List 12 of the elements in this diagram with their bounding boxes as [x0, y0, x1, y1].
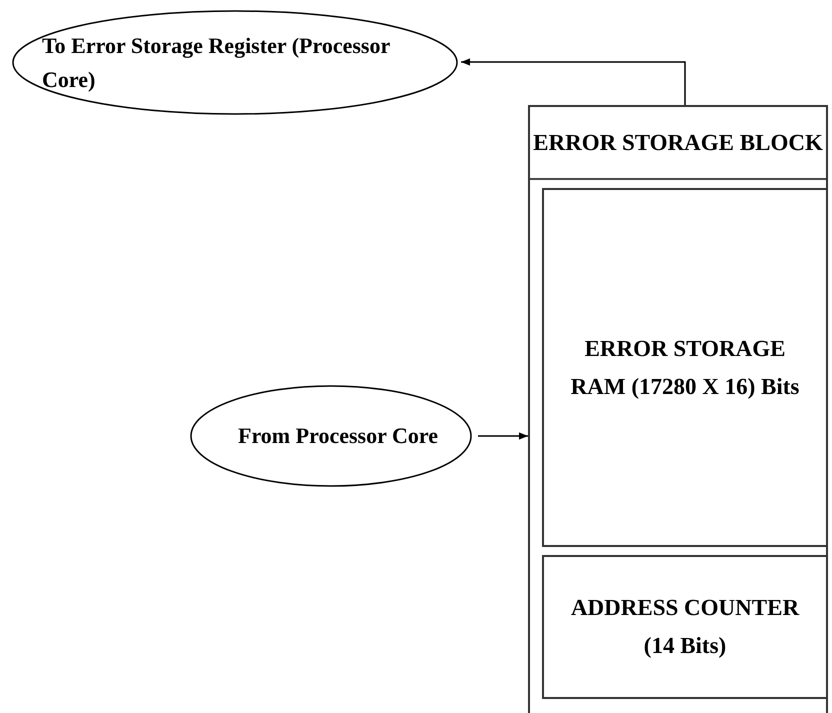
arrow [478, 432, 528, 440]
ellipse-node [190, 385, 472, 487]
process-box [542, 188, 828, 547]
ellipse-node [12, 10, 458, 115]
box-label: ADDRESS COUNTER (14 Bits) [570, 594, 800, 660]
box-label: ERROR STORAGE RAM (17280 X 16) Bits [570, 334, 800, 401]
block-outline [528, 105, 828, 713]
arrow [461, 58, 686, 105]
block-title: ERROR STORAGE BLOCK [533, 128, 823, 156]
ellipse-label: To Error Storage Register (Processor Core) [42, 32, 391, 94]
process-box [542, 555, 828, 699]
ellipse-label: From Processor Core [238, 422, 438, 450]
